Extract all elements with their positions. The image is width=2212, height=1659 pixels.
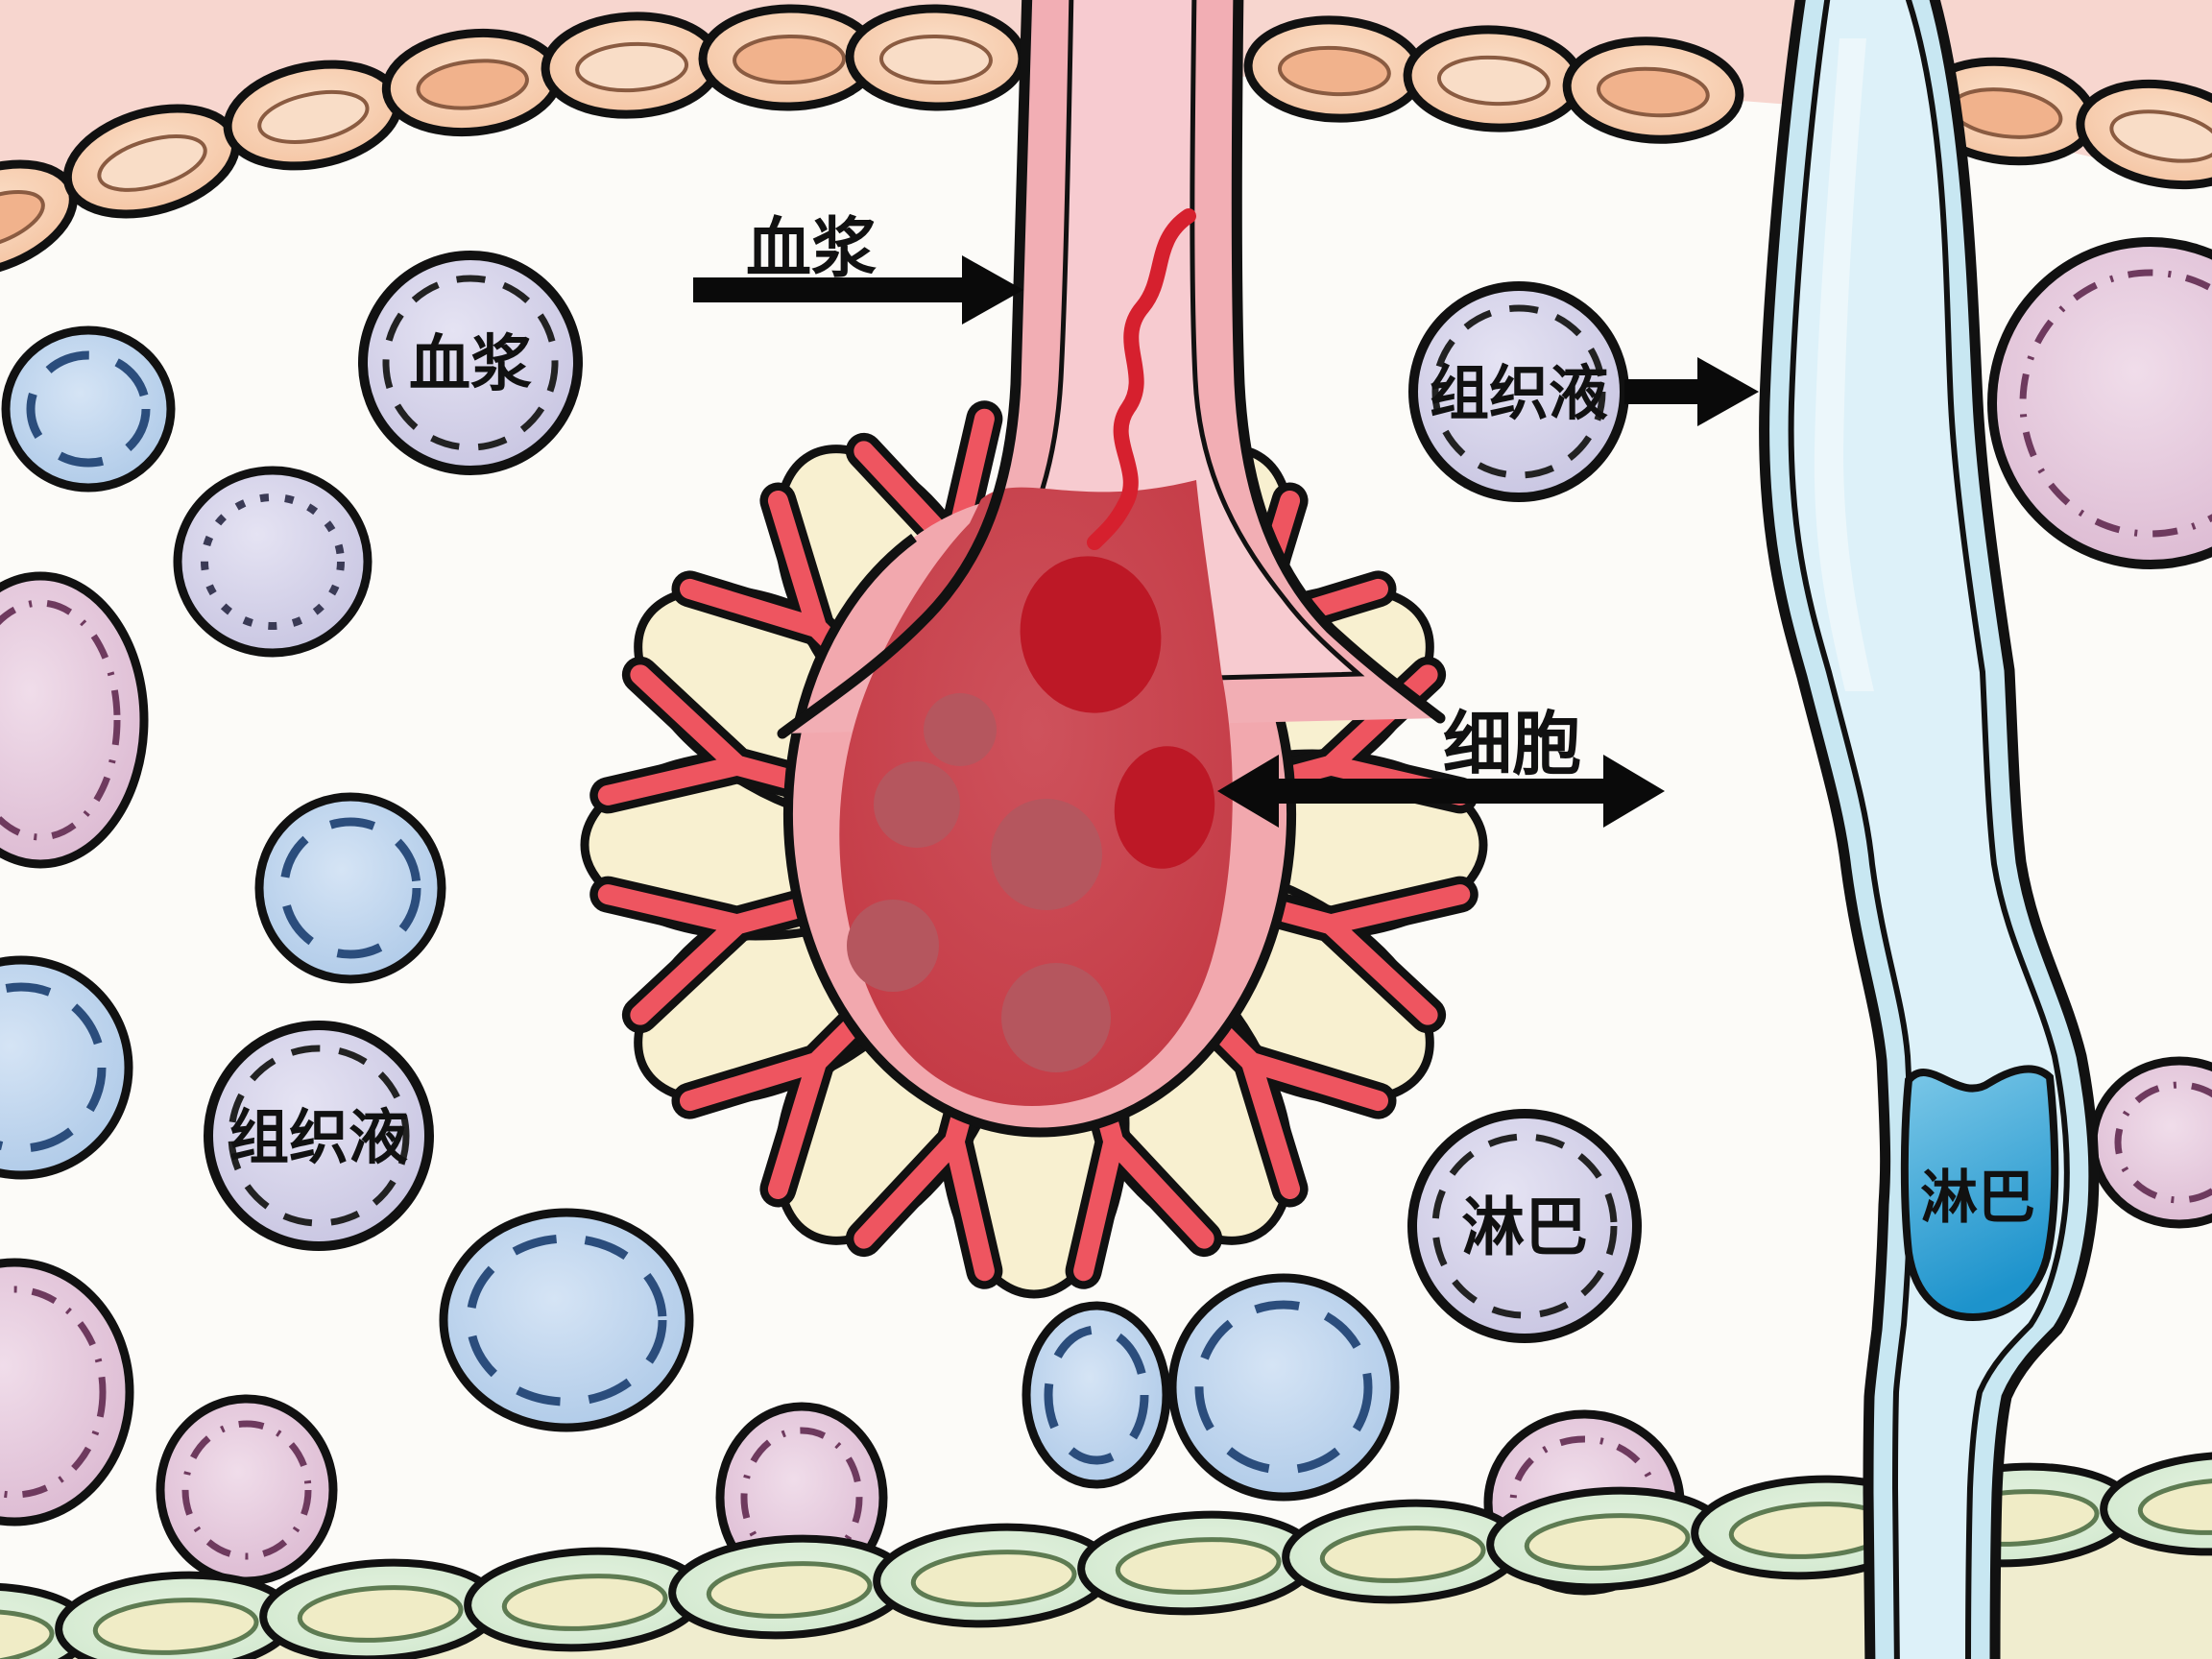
blue-cell [439, 1208, 694, 1432]
blood-cell [847, 900, 939, 992]
lymphatic-vessel: 淋巴 [1759, 0, 2100, 1659]
tissue-cell-rosette [580, 0, 1488, 1299]
blue-cell [254, 792, 446, 984]
plasma-cell-label: 血浆 [409, 329, 532, 398]
epithelial-cell-green [873, 1523, 1115, 1628]
epithelial-cell [541, 12, 723, 119]
epithelial-cell-green [1486, 1486, 1728, 1592]
double-arrow-icon [1217, 755, 1665, 828]
epithelial-cell [1243, 15, 1426, 123]
lymph-vessel-highlight [1814, 38, 1874, 691]
epithelial-cell [698, 4, 880, 111]
blood-squiggle [1087, 208, 1196, 550]
lymph-cell-label: 淋巴 [1461, 1191, 1588, 1262]
cell-label: 细胞 [1443, 707, 1581, 783]
plasma-flow-annotation: 血浆 [693, 212, 1023, 325]
labeled-circle-tissue-fluid-right: 组织液 [1408, 281, 1629, 502]
blood-cell [1001, 963, 1111, 1072]
epithelial-cell [1403, 25, 1585, 132]
epithelial-cell [2076, 79, 2212, 190]
blood-cell [924, 693, 997, 766]
capillary-wall-outline-left [777, 0, 1033, 739]
epithelial-cell-green [1282, 1499, 1524, 1604]
epithelial-cell [62, 104, 241, 219]
tissue-fluid-left-label: 组织液 [229, 1105, 408, 1171]
blue-cell [0, 955, 133, 1180]
blood-cell [991, 799, 1102, 910]
mauve-cell [1987, 237, 2212, 569]
labeled-circle-tissue-fluid-left: 组织液 [204, 1021, 434, 1251]
capillary-wall-outline-right [1231, 0, 1446, 724]
lymph-vessel-label: 淋巴 [1920, 1166, 2035, 1230]
right-arrow-icon [693, 255, 1023, 325]
blue-cell [1, 325, 176, 493]
blue-cell [1167, 1273, 1400, 1502]
epithelial-cell [845, 4, 1027, 111]
epithelial-cell-green [1077, 1510, 1319, 1616]
capillary-bed-outline [783, 533, 1296, 1138]
mauve-cell [0, 1258, 134, 1527]
plasma-flow-label: 血浆 [746, 212, 877, 285]
epithelial-cell-green [668, 1534, 910, 1640]
epithelial-cell-green [55, 1571, 297, 1659]
epithelial-cell [381, 28, 564, 137]
red-blood-oval-large [1020, 556, 1162, 713]
blood-cells-muted [847, 693, 1111, 1072]
epithelial-cell [1562, 36, 1744, 144]
epithelial-cell-green [2100, 1451, 2212, 1556]
lymph-fluid [1900, 1065, 2059, 1322]
labeled-circle-plasma: 血浆 [358, 251, 583, 475]
cell-annotation: 细胞 [1217, 707, 1665, 828]
tissue-fluid-right-label: 组织液 [1430, 361, 1608, 427]
epithelial-cell-green [464, 1547, 706, 1652]
blood-cell [874, 761, 960, 848]
tissue-fluid-arrow [1624, 357, 1759, 426]
blue-cell [1022, 1301, 1171, 1489]
red-blood-oval-small [1114, 746, 1215, 869]
lavender-cell [173, 466, 373, 658]
right-arrow-icon [1624, 357, 1759, 426]
mauve-cell [156, 1394, 338, 1586]
labeled-circle-lymph: 淋巴 [1407, 1109, 1642, 1343]
mauve-cell [0, 571, 149, 869]
